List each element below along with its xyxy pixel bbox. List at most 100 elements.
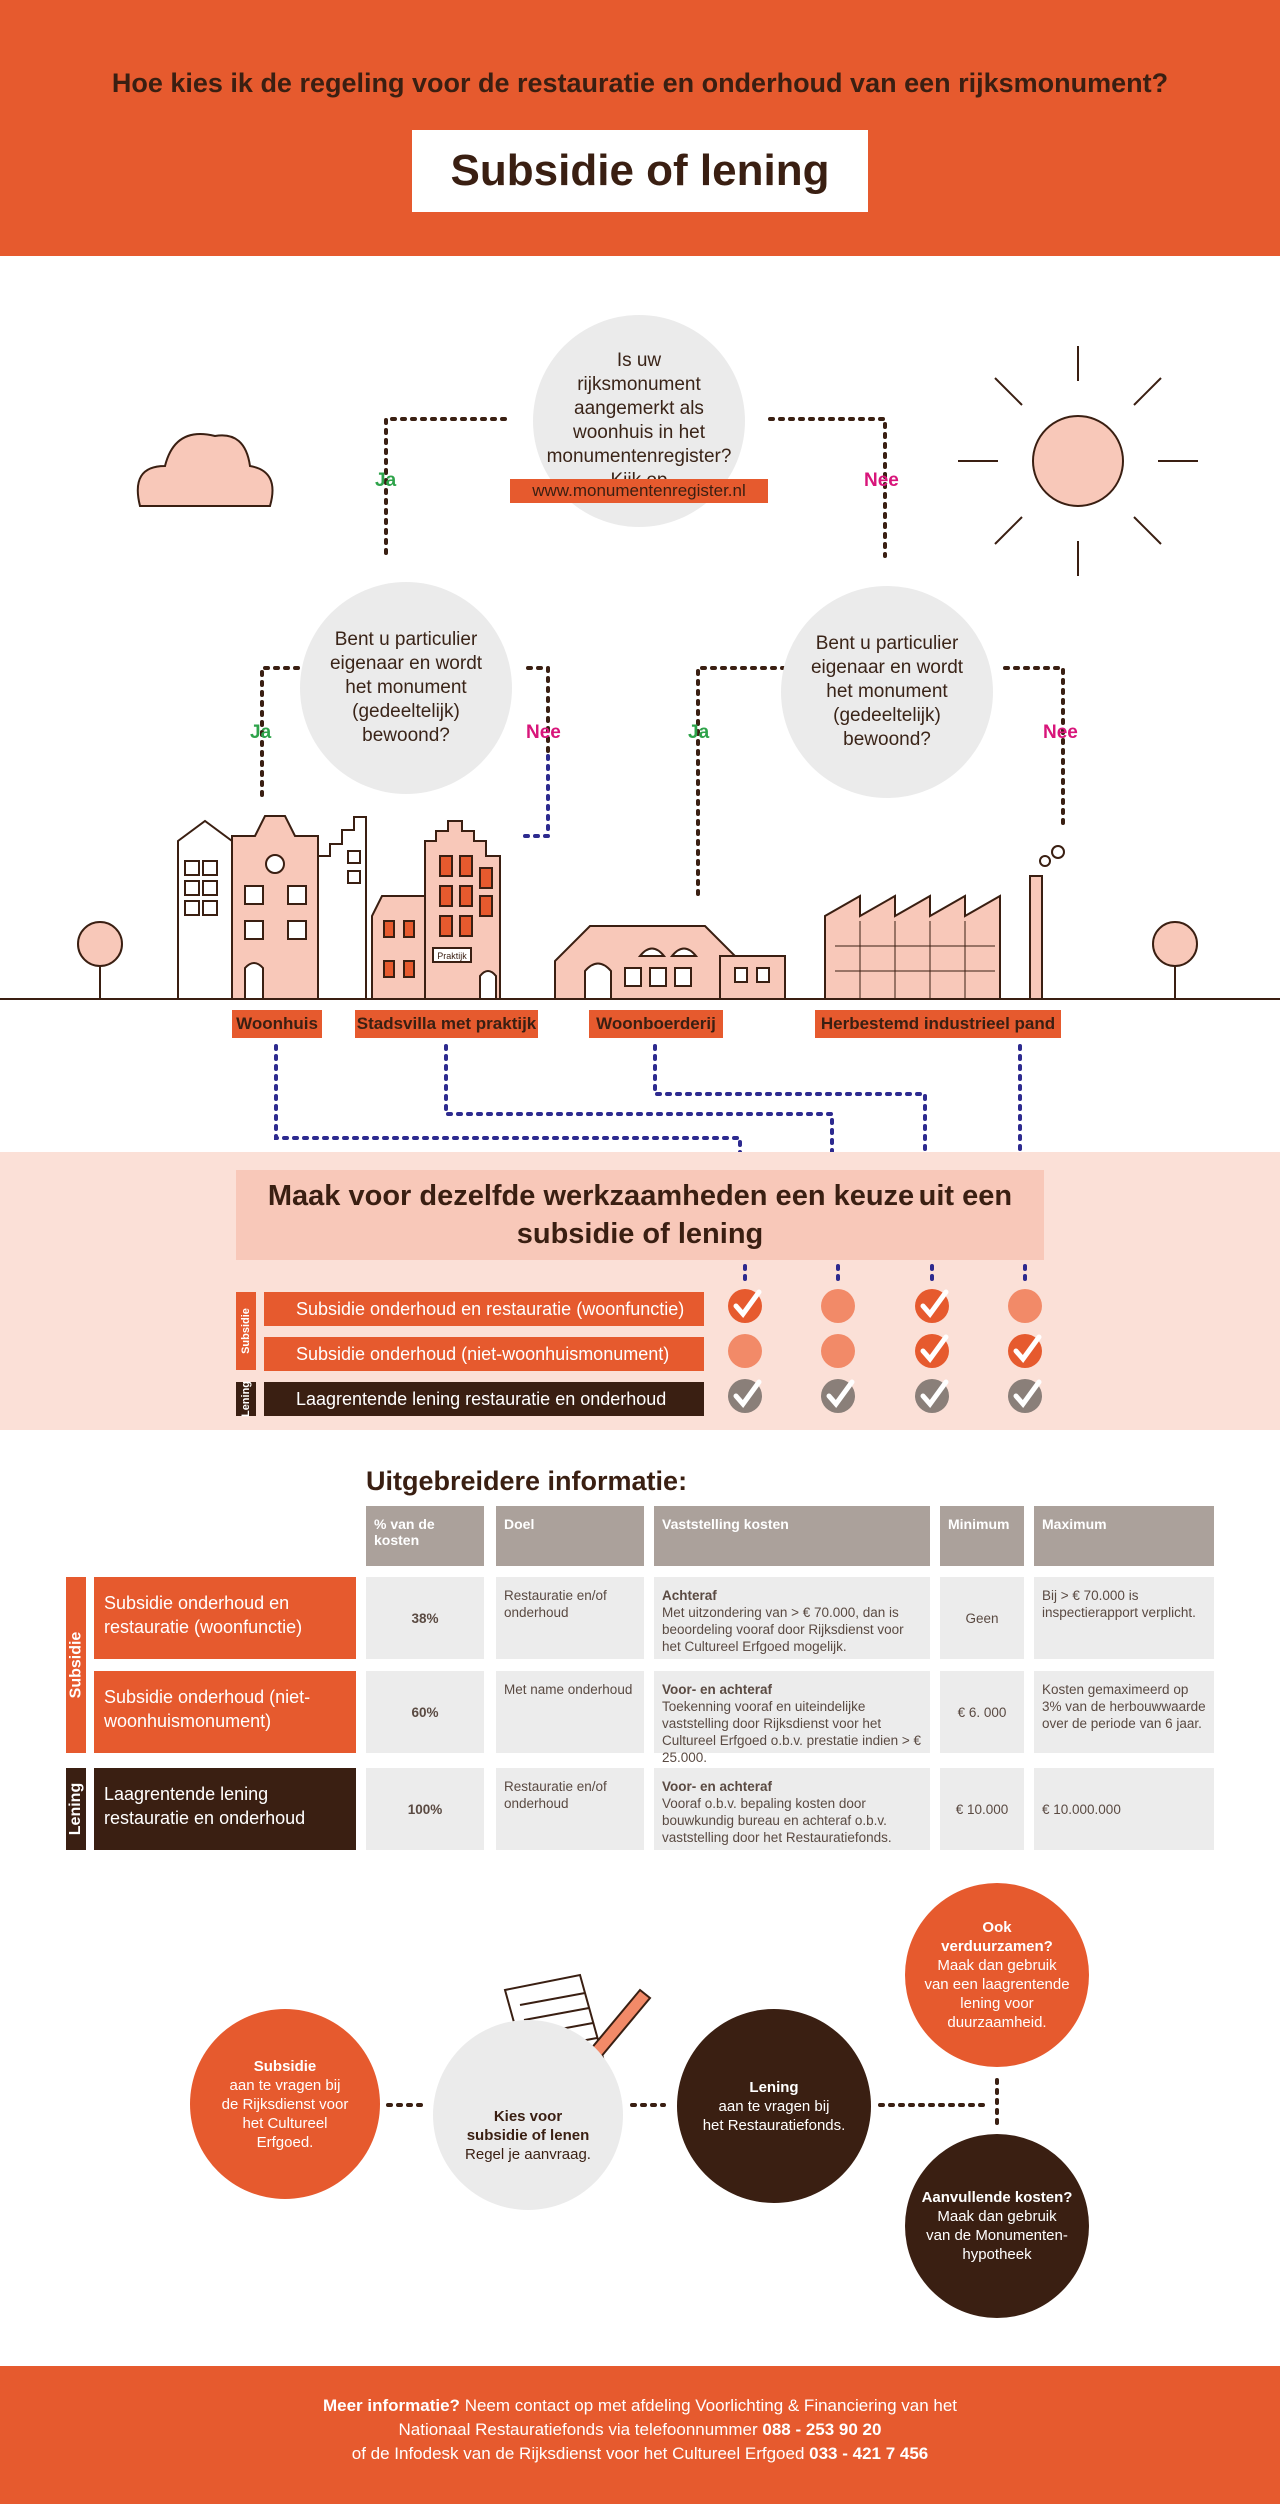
table-cell-pct: 38% bbox=[366, 1577, 484, 1659]
question-line: bewoond? bbox=[362, 725, 450, 746]
check-stroke bbox=[920, 1334, 949, 1364]
table-cell-max: € 10.000.000 bbox=[1034, 1768, 1214, 1850]
empty-mark bbox=[1008, 1289, 1042, 1323]
flow-connectors bbox=[260, 417, 1065, 898]
step-text: Maak dan gebruik bbox=[937, 1957, 1057, 1974]
table-cell-vaststelling: Voor- en achteraf Toekenning vooraf en u… bbox=[654, 1671, 930, 1765]
info-title: Uitgebreidere informatie: bbox=[366, 1466, 688, 1496]
footer: Meer informatie? Neem contact op met afd… bbox=[0, 2366, 1280, 2504]
answer-ja: Ja bbox=[688, 722, 710, 743]
table-row-label: Subsidie onderhoud (niet-woonhuismonumen… bbox=[94, 1671, 356, 1753]
footer-bold: Meer informatie? bbox=[322, 2396, 460, 2415]
vaststelling-text: Toekenning vooraf en uiteindelijke vasts… bbox=[662, 1699, 922, 1765]
answer-ja: Ja bbox=[250, 722, 272, 743]
footer-line: of de Infodesk van de Rijksdienst voor h… bbox=[0, 2444, 1280, 2464]
question-line: (gedeeltelijk) bbox=[352, 701, 460, 722]
question-line: Bent u particulier bbox=[334, 629, 478, 650]
flow-connectors-blue bbox=[274, 754, 1022, 1156]
step-title: subsidie of lenen bbox=[466, 2126, 590, 2144]
woonboerderij-building bbox=[554, 925, 786, 1000]
step-title: Subsidie bbox=[253, 2057, 317, 2075]
table-cell-max: Kosten gemaximeerd op 3% van de herbouww… bbox=[1034, 1671, 1214, 1753]
table-header: % van de kosten bbox=[366, 1506, 484, 1566]
label-woonhuis: Woonhuis bbox=[232, 1010, 322, 1038]
check-stroke bbox=[920, 1379, 949, 1409]
check-stroke bbox=[826, 1379, 855, 1409]
step-title: Ook bbox=[982, 1919, 1012, 1936]
answer-nee: Nee bbox=[864, 470, 899, 491]
footer-phone[interactable]: 088 - 253 90 20 bbox=[762, 2420, 882, 2439]
table-cell-vaststelling: Achteraf Met uitzondering van > € 70.000… bbox=[654, 1577, 930, 1659]
step-text: Maak dan gebruik bbox=[937, 2208, 1057, 2225]
monumentenregister-link[interactable]: www.monumentenregister.nl bbox=[510, 479, 768, 503]
group-lening-label: Lening bbox=[236, 1380, 256, 1418]
page-title: Subsidie of lening bbox=[450, 146, 830, 195]
step-text: aan te vragen bij bbox=[229, 2076, 341, 2094]
empty-mark bbox=[821, 1289, 855, 1323]
footer-line: Nationaal Restauratiefonds via telefoonn… bbox=[0, 2420, 1280, 2440]
answer-ja: Ja bbox=[375, 470, 397, 491]
option-subsidie-niet-woonhuis: Subsidie onderhoud (niet-woonhuismonumen… bbox=[264, 1337, 704, 1371]
table-cell-min: Geen bbox=[940, 1577, 1024, 1659]
check-stroke bbox=[733, 1289, 762, 1319]
pen-icon bbox=[588, 1988, 652, 2060]
option-lening: Laagrentende lening restauratie en onder… bbox=[264, 1382, 704, 1416]
header-banner: Hoe kies ik de regeling voor de restaura… bbox=[0, 0, 1280, 256]
step-text: hypotheek bbox=[962, 2246, 1032, 2263]
question-bubble-right: Bent u particulier eigenaar en wordt het… bbox=[781, 586, 993, 798]
question-line: aangemerkt als bbox=[574, 398, 704, 419]
footer-text: Neem contact op met afdeling Voorlichtin… bbox=[464, 2396, 958, 2415]
footer-phone[interactable]: 033 - 421 7 456 bbox=[809, 2444, 929, 2463]
answer-nee: Nee bbox=[526, 722, 561, 743]
step-title: verduurzamen? bbox=[941, 1938, 1053, 1955]
tree-icon bbox=[77, 921, 123, 999]
praktijk-sign: Praktijk bbox=[437, 951, 467, 961]
empty-mark bbox=[728, 1334, 762, 1368]
step-aanvullend: Aanvullende kosten? Maak dan gebruik van… bbox=[905, 2134, 1089, 2318]
question-line: monumentenregister? bbox=[546, 446, 732, 467]
flow-illustration: Praktijk bbox=[0, 346, 1280, 1156]
question-line: het monument bbox=[345, 677, 467, 698]
table-cell-pct: 100% bbox=[366, 1768, 484, 1850]
title-box: Subsidie of lening bbox=[412, 130, 868, 212]
choice-title-line: Maak voor dezelfde werkzaamheden een keu… bbox=[267, 1180, 915, 1212]
question-line: woonhuis in het bbox=[572, 422, 706, 443]
step-text: van de Monumenten- bbox=[926, 2227, 1068, 2244]
question-line: (gedeeltelijk) bbox=[833, 705, 941, 726]
question-line: eigenaar en wordt bbox=[329, 653, 483, 674]
vaststelling-text: Vooraf o.b.v. bepaling kosten door bouwk… bbox=[662, 1796, 892, 1845]
empty-mark bbox=[821, 1334, 855, 1368]
step-verduurzamen: Ook verduurzamen? Maak dan gebruik van e… bbox=[905, 1883, 1089, 2067]
check-stroke bbox=[1013, 1379, 1042, 1409]
group-label-text: Lening bbox=[240, 1380, 252, 1418]
page-question: Hoe kies ik de regeling voor de restaura… bbox=[111, 68, 1169, 98]
table-cell-doel: Met name onderhoud bbox=[496, 1671, 644, 1753]
choice-title-box: Maak voor dezelfde werkzaamheden een keu… bbox=[236, 1170, 1044, 1260]
table-cell-doel: Restauratie en/of onderhoud bbox=[496, 1768, 644, 1850]
footer-line: Meer informatie? Neem contact op met afd… bbox=[0, 2396, 1280, 2416]
side-label-text: Lening bbox=[67, 1782, 84, 1836]
check-stroke bbox=[920, 1289, 949, 1319]
step-text: lening voor bbox=[960, 1995, 1034, 2012]
table-header: Minimum bbox=[940, 1506, 1024, 1566]
step-subsidie: Subsidie aan te vragen bij de Rijksdiens… bbox=[190, 2009, 380, 2199]
answer-nee: Nee bbox=[1043, 722, 1078, 743]
choice-title-line: uit een subsidie of lening bbox=[516, 1180, 1013, 1250]
step-kies: Kies voor subsidie of lenen Regel je aan… bbox=[433, 2020, 623, 2210]
check-stroke bbox=[1013, 1334, 1042, 1364]
step-text: Regel je aanvraag. bbox=[465, 2145, 591, 2163]
table-row-label: Laagrentende lening restauratie en onder… bbox=[94, 1768, 356, 1850]
vaststelling-title: Voor- en achteraf bbox=[662, 1779, 773, 1794]
label-industrieel: Herbestemd industrieel pand bbox=[815, 1010, 1061, 1038]
footer-text: of de Infodesk van de Rijksdienst voor h… bbox=[351, 2444, 805, 2463]
step-title: Aanvullende kosten? bbox=[921, 2189, 1073, 2206]
table-row-label: Subsidie onderhoud en restauratie (woonf… bbox=[94, 1577, 356, 1659]
step-title: Kies voor bbox=[493, 2107, 563, 2125]
question-line: eigenaar en wordt bbox=[810, 657, 964, 678]
group-label-text: Subsidie bbox=[240, 1308, 252, 1354]
step-text: aan te vragen bij bbox=[718, 2097, 830, 2115]
question-line: Is uw bbox=[616, 350, 662, 371]
question-line: het monument bbox=[826, 681, 948, 702]
table-cell-pct: 60% bbox=[366, 1671, 484, 1753]
step-text: de Rijksdienst voor bbox=[221, 2095, 349, 2113]
